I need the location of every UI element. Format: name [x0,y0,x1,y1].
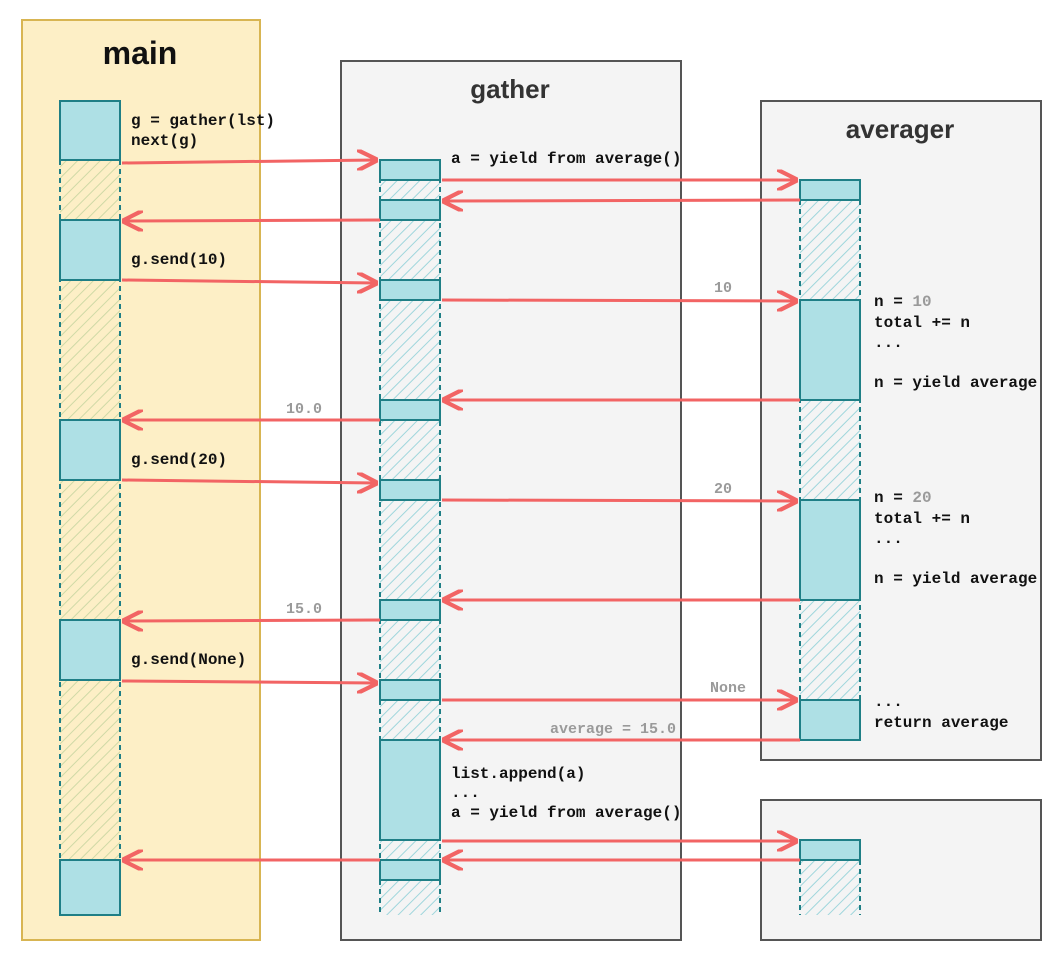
averager-activation [799,179,861,201]
main-code-init-2: next(g) [131,132,198,150]
arrow-label-15-0: 15.0 [286,601,322,618]
arrow-main-to-gather [121,280,376,283]
averager-code-n20: n = 20 [874,489,932,507]
arrow-main-to-gather [121,681,376,683]
averager-lifeline [799,200,861,740]
arrow-label-none: None [710,680,746,697]
averager-code-yield1: n = yield average [874,374,1037,392]
gather-code-append-2: ... [451,784,480,802]
arrow-label-10-0: 10.0 [286,401,322,418]
gather-activation [379,159,441,181]
gather-activation [379,599,441,621]
main-activation-final [59,859,121,916]
arrow-label-average: average = 15.0 [550,721,676,738]
averager-activation-n10 [799,299,861,401]
main-code-send10: g.send(10) [131,251,227,269]
main-title: main [103,35,178,71]
averager-lifeline-second [799,860,861,915]
main-activation-send20 [59,419,121,481]
arrow-gather-to-main [124,620,381,621]
averager-code-yield2: n = yield average [874,570,1037,588]
gather-activation [379,399,441,421]
averager-code-return: return average [874,714,1008,732]
gather-activation-append [379,739,441,841]
arrow-gather-to-averager [441,500,796,501]
averager-title: averager [846,114,954,144]
gather-code-append-3: a = yield from average() [451,804,681,822]
arrow-main-to-gather [121,160,376,163]
main-activation-init [59,100,121,161]
averager-code-dots1: ... [874,334,903,352]
gather-activation [379,479,441,501]
gather-activation [379,199,441,221]
averager-code-dots3: ... [874,693,903,711]
arrow-gather-to-main [124,220,381,221]
arrow-averager-to-gather [444,200,801,201]
arrow-gather-to-averager [441,300,796,301]
averager-code-total2: total += n [874,510,970,528]
main-code-sendNone: g.send(None) [131,651,246,669]
main-code-send20: g.send(20) [131,451,227,469]
gather-code-yield-from: a = yield from average() [451,150,681,168]
averager-activation-second [799,839,861,861]
arrow-label-10: 10 [714,280,732,297]
arrow-main-to-gather [121,480,376,483]
gather-code-append-1: list.append(a) [451,765,585,783]
gather-title: gather [470,74,549,104]
averager-code-total1: total += n [874,314,970,332]
gather-activation [379,859,441,881]
main-activation-sendNone [59,619,121,681]
main-activation-send10 [59,219,121,281]
main-code-init-1: g = gather(lst) [131,112,275,130]
gather-activation [379,679,441,701]
averager-code-n10: n = 10 [874,293,932,311]
averager-activation-n20 [799,499,861,601]
averager-code-dots2: ... [874,530,903,548]
arrow-label-20: 20 [714,481,732,498]
averager-activation-return [799,699,861,741]
gather-activation [379,279,441,301]
